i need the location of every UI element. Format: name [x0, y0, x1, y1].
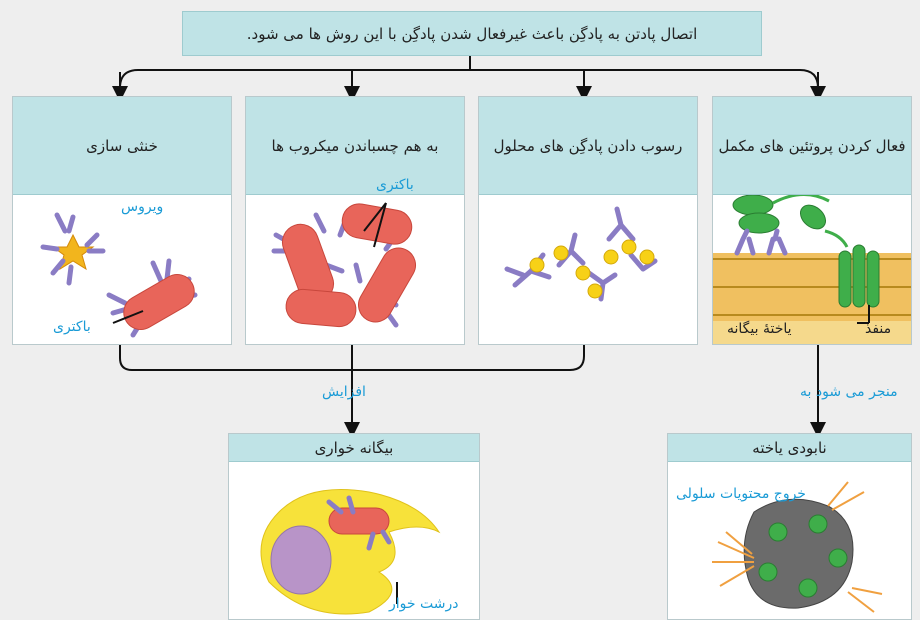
antibody-pair [734, 228, 788, 256]
contents-spray [712, 481, 883, 613]
method-label: به هم چسباندن میکروب ها [271, 136, 439, 155]
panel-header-cell-death: نابودی یاخته [668, 434, 911, 462]
panel-header-complement: فعال کردن پروتئین های مکمل [713, 97, 911, 195]
panel-complement: فعال کردن پروتئین های مکمل منفذ یاخت [712, 96, 912, 345]
virus-label: ویروس [121, 199, 164, 215]
panel-precipitation: رسوب دادن پادگِن های محلول [478, 96, 698, 345]
virus-icon [40, 212, 106, 286]
panel-phagocytosis: بیگانه خواری درشت خوار [228, 433, 480, 620]
panel-header-neutralization: خنثی سازی [13, 97, 231, 195]
antibody-lattice [504, 206, 658, 302]
leads-to-label: منجر می شود به [800, 384, 898, 400]
result-label: نابودی یاخته [752, 438, 827, 457]
complement-illustration [713, 195, 911, 344]
bacteria-label: باکتری [53, 319, 91, 335]
method-label: خنثی سازی [86, 136, 158, 155]
nucleus-icon [270, 525, 332, 595]
panel-agglutination: به هم چسباندن میکروب ها باکتری [245, 96, 465, 345]
antigen-dots [529, 239, 655, 299]
panel-header-precipitation: رسوب دادن پادگِن های محلول [479, 97, 697, 195]
agglutination-illustration [271, 202, 416, 328]
cell-contents-label: خروج محتویات سلولی [676, 486, 806, 502]
panel-header-phagocytosis: بیگانه خواری [229, 434, 479, 462]
phagocytosis-illustration [260, 489, 441, 615]
panel-header-agglutination: به هم چسباندن میکروب ها [246, 97, 464, 195]
complement-proteins [732, 195, 880, 308]
neutralization-illustration [40, 212, 198, 338]
bacteria-icon [106, 258, 198, 338]
panel-neutralization: خنثی سازی ویروس باکتری [12, 96, 232, 345]
precipitation-illustration [504, 206, 658, 302]
pore-icons [758, 514, 848, 598]
result-label: بیگانه خواری [314, 438, 394, 457]
channel-label: منفذ [865, 321, 892, 337]
cell-death-illustration [712, 481, 883, 613]
method-label: رسوب دادن پادگِن های محلول [493, 136, 683, 155]
bacteria-icon [328, 507, 390, 535]
title-text: اتصال پادتن به پادگِن باعث غیرفعال شدن پ… [246, 24, 698, 43]
increase-label: افزایش [322, 384, 366, 400]
foreign-cell-label: یاختهٔ بیگانه [727, 321, 792, 337]
title-banner: اتصال پادتن به پادگِن باعث غیرفعال شدن پ… [182, 11, 762, 56]
macrophage-label: درشت خوار [389, 596, 459, 612]
method-label: فعال کردن پروتئین های مکمل [718, 136, 906, 155]
panel-cell-death: نابودی یاخته خروج محتویات سلولی [667, 433, 912, 620]
bacteria-label-2: باکتری [376, 177, 414, 193]
